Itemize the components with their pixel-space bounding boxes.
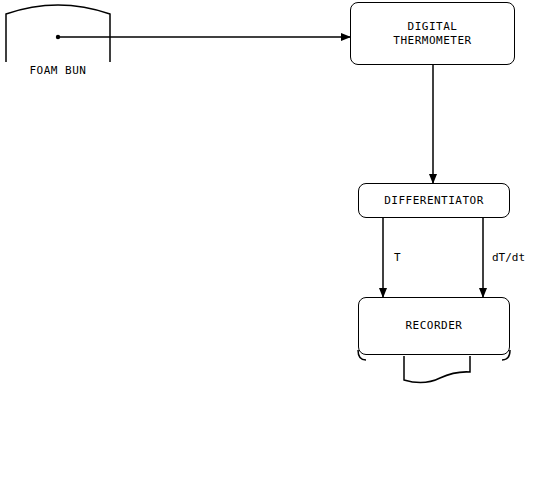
illustration-label: FOAM BUN [30, 64, 87, 78]
signal-arrow [382, 218, 384, 297]
box-label: RECORDER [406, 319, 463, 333]
process-box: RECORDER [358, 297, 510, 355]
signal-name: dT/dt [491, 251, 526, 264]
box-label: DIFFERENTIATOR [384, 194, 484, 208]
box-label: DIGITAL THERMOMETER [383, 20, 483, 48]
signal-arrow [482, 218, 484, 297]
process-box: DIFFERENTIATOR [358, 183, 510, 218]
chart-paper [404, 356, 470, 383]
process-box: DIGITAL THERMOMETER [350, 2, 515, 65]
signal-arrow [58, 36, 350, 38]
foam-bun: FOAM BUN [4, 2, 112, 78]
signal-arrow [432, 65, 434, 183]
bun-outline [4, 2, 112, 64]
signal-name: T [393, 251, 402, 264]
